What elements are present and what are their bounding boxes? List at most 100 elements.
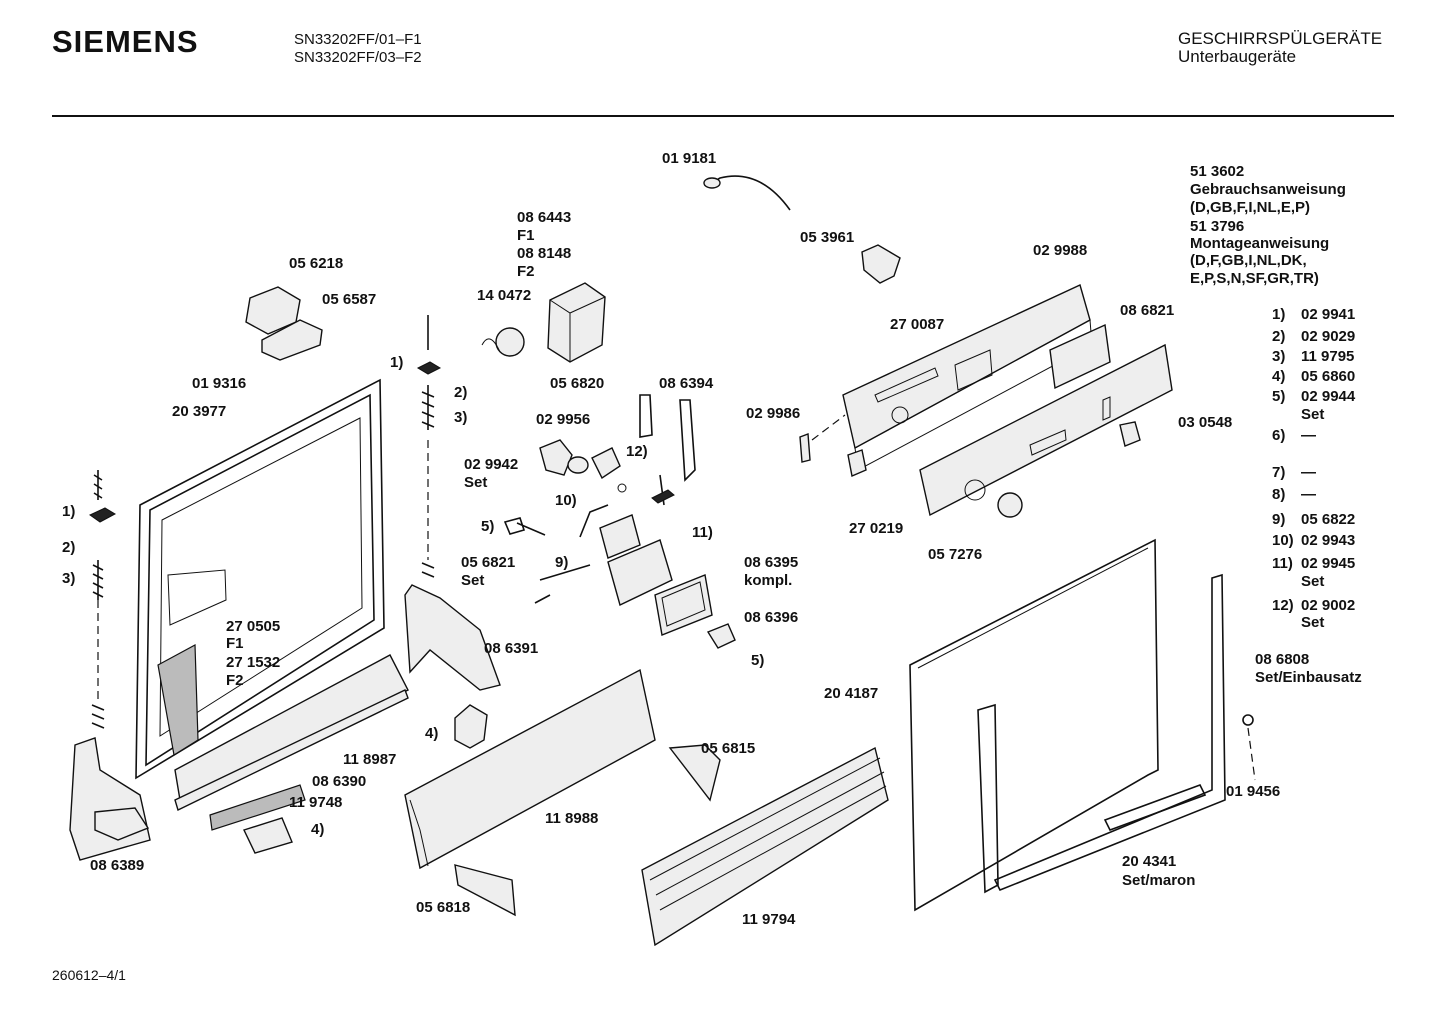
knob-part-05-7276 <box>997 492 1023 518</box>
cable-eyelet <box>703 177 721 189</box>
part-callout: 05 6815 <box>701 740 755 757</box>
part-callout: 08 6391 <box>484 640 538 657</box>
part-callout: 11 8988 <box>545 810 598 827</box>
legend-item-part: 02 9943 <box>1301 532 1355 549</box>
legend-item-number: 12) <box>1272 597 1294 614</box>
part-callout: 02 9956 <box>536 411 590 428</box>
legend-item-part: — <box>1301 427 1316 444</box>
legend-item-part: 11 9795 <box>1301 348 1354 365</box>
legend-item-part: 02 9941 <box>1301 306 1355 323</box>
manual-reference: 51 3602 <box>1190 163 1244 180</box>
plinth-panel <box>404 668 656 870</box>
legend-item-number: 8) <box>1272 486 1285 503</box>
part-callout: 27 0087 <box>890 316 944 333</box>
part-callout: Set <box>461 572 484 589</box>
legend-item-part: — <box>1301 486 1316 503</box>
part-callout: 5) <box>751 652 764 669</box>
part-callout: 2) <box>62 539 75 556</box>
cover-part <box>599 514 641 559</box>
part-callout: 05 6818 <box>416 899 470 916</box>
part-callout: 08 6389 <box>90 857 144 874</box>
legend-item-number: 4) <box>1272 368 1285 385</box>
legend-item-part: 02 9029 <box>1301 328 1355 345</box>
screw-part <box>1242 714 1254 726</box>
category-subtitle: Unterbaugeräte <box>1178 47 1297 66</box>
part-callout: 20 3977 <box>172 403 226 420</box>
part-callout: 1) <box>390 354 403 371</box>
bracket-part-05-6818 <box>454 864 516 917</box>
part-callout: F1 <box>226 635 244 652</box>
cable-part <box>707 175 791 211</box>
manual-reference: (D,GB,F,I,NL,E,P) <box>1190 199 1310 216</box>
bracket-part <box>404 584 501 691</box>
part-callout: 27 0505 <box>226 618 280 635</box>
part-callout: 20 4187 <box>824 685 878 702</box>
part-callout: 05 6821 <box>461 554 515 571</box>
part-callout: 2) <box>454 384 467 401</box>
legend-item-number: 10) <box>1272 532 1294 549</box>
part-callout: 08 6395 <box>744 554 798 571</box>
switch-plate <box>1049 323 1111 390</box>
document-code: 260612–4/1 <box>52 967 126 983</box>
kickplate <box>641 746 889 947</box>
manual-reference: Gebrauchsanweisung <box>1190 181 1346 198</box>
legend-item-part: Set <box>1301 406 1324 423</box>
legend-item-part: — <box>1301 464 1316 481</box>
inner-door-frame <box>135 378 385 780</box>
part-callout: 02 9986 <box>746 405 800 422</box>
part-callout: 4) <box>425 725 438 742</box>
front-door-panel <box>909 538 1159 912</box>
model-number-1: SN33202FF/01–F1 <box>294 31 422 48</box>
part-callout: 05 6587 <box>322 291 376 308</box>
part-callout: 08 6821 <box>1120 302 1174 319</box>
legend-item-part: 05 6822 <box>1301 511 1355 528</box>
legend-item-part: 02 9944 <box>1301 388 1356 405</box>
part-callout: 27 1532 <box>226 654 280 671</box>
legend-item-number: 5) <box>1272 388 1285 405</box>
legend-item-number: 3) <box>1272 348 1285 365</box>
part-callout: 4) <box>311 821 324 838</box>
part-callout: 3) <box>62 570 75 587</box>
part-callout: 08 6396 <box>744 609 798 626</box>
part-callout: 08 8148 <box>517 245 571 262</box>
manual-reference: (D,F,GB,I,NL,DK, <box>1190 252 1307 269</box>
manual-reference: Montageanweisung <box>1190 235 1329 252</box>
part-callout: F2 <box>517 263 535 280</box>
legend-item-part: Set <box>1301 573 1324 590</box>
part-callout: 08 6390 <box>312 773 366 790</box>
appliance-category: GESCHIRRSPÜLGERÄTE Unterbaugeräte <box>1178 30 1382 66</box>
spring-wire <box>579 504 609 538</box>
part-callout: 14 0472 <box>477 287 531 304</box>
gasket-part <box>654 574 713 636</box>
knob-part-02-9956 <box>591 447 621 480</box>
part-callout: 05 7276 <box>928 546 982 563</box>
clip-part <box>861 244 901 284</box>
front-fascia <box>919 343 1173 517</box>
part-callout: 05 3961 <box>800 229 854 246</box>
part-callout: 08 6443 <box>517 209 571 226</box>
legend-item-number: 6) <box>1272 427 1285 444</box>
header-divider <box>52 115 1394 117</box>
part-callout: 11 8987 <box>343 751 396 768</box>
part-callout: kompl. <box>744 572 792 589</box>
knob-part-02-9942 <box>539 439 573 476</box>
foot-part-upper <box>454 704 488 749</box>
legend-item-part: 02 9945 <box>1301 555 1355 572</box>
bracket-part-05-6815 <box>668 744 721 802</box>
legend-item-number: 2) <box>1272 328 1285 345</box>
brand-logo: SIEMENS <box>52 24 199 59</box>
part-callout: 05 6820 <box>550 375 604 392</box>
part-callout: 20 4341 <box>1122 853 1176 870</box>
legend-item-number: 11) <box>1272 555 1293 572</box>
timer-part <box>547 282 606 363</box>
switch-part <box>607 539 673 606</box>
knob-part-14-0472 <box>495 327 525 357</box>
part-drawings <box>69 175 1256 947</box>
manual-reference: E,P,S,N,SF,GR,TR) <box>1190 270 1319 287</box>
legend-item-number: 9) <box>1272 511 1285 528</box>
parts-legend: 51 3602Gebrauchsanweisung(D,GB,F,I,NL,E,… <box>1190 163 1362 686</box>
legend-item-part: Set <box>1301 614 1324 631</box>
part-callout: 01 9181 <box>662 150 716 167</box>
legend-item-number: 7) <box>1272 464 1285 481</box>
